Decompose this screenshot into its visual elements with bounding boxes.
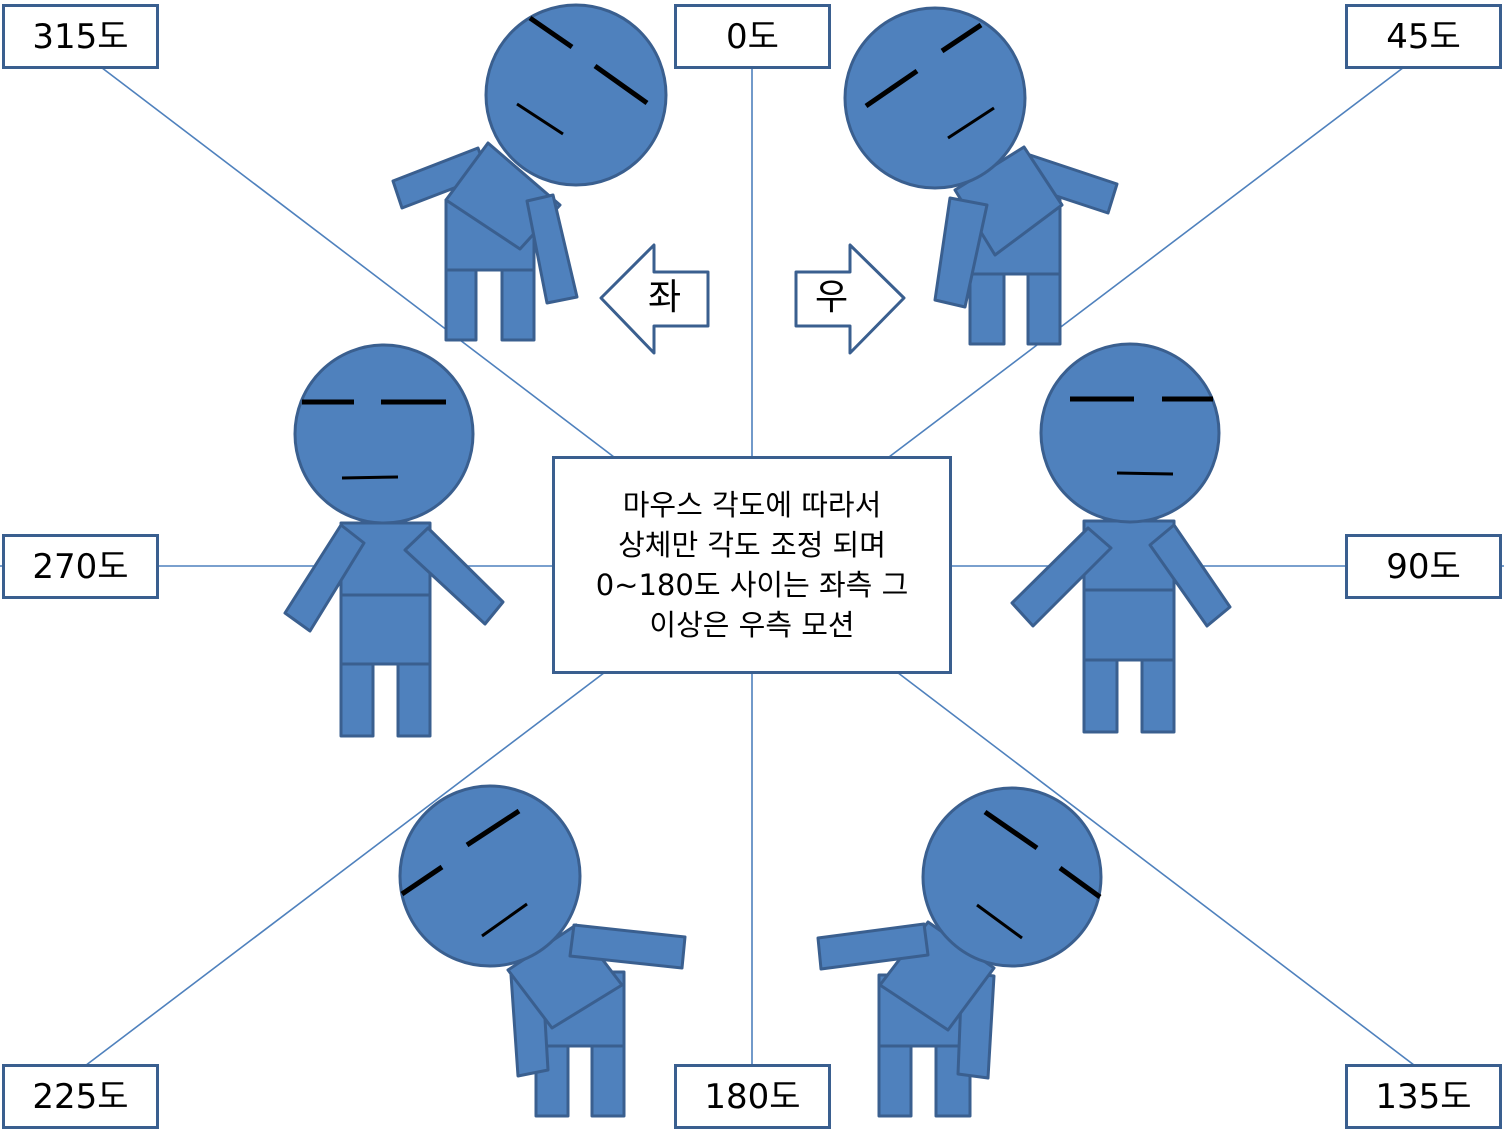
figure-leg bbox=[968, 272, 1006, 346]
angle-label-225: 225도 bbox=[2, 1064, 159, 1129]
figure-eye bbox=[1058, 865, 1102, 900]
center-note-line: 이상은 우측 모션 bbox=[649, 608, 855, 642]
figure-leg bbox=[877, 1044, 913, 1118]
angle-label-135: 135도 bbox=[1345, 1064, 1502, 1129]
figure-front-arm bbox=[525, 193, 579, 305]
left-arrow-icon bbox=[599, 243, 710, 355]
figure-leg bbox=[1140, 658, 1176, 734]
figure-90 bbox=[1010, 342, 1232, 734]
figure-back-arm bbox=[283, 523, 366, 633]
figure-hips bbox=[339, 593, 432, 666]
figure-45 bbox=[843, 6, 1119, 346]
figure-270-face bbox=[302, 399, 446, 480]
figure-45-face bbox=[864, 22, 995, 140]
figure-135-face bbox=[976, 809, 1102, 940]
figure-head bbox=[1039, 342, 1221, 524]
figure-front-arm bbox=[1010, 526, 1113, 628]
figure-head bbox=[843, 6, 1027, 190]
angle-label-180: 180도 bbox=[674, 1064, 831, 1129]
figure-225-face bbox=[400, 808, 528, 938]
figure-eye bbox=[465, 808, 521, 848]
figure-90-face bbox=[1070, 396, 1213, 476]
right-arrow-label: 우 bbox=[815, 277, 849, 318]
figure-eye bbox=[864, 68, 919, 109]
figure-leg bbox=[396, 662, 432, 738]
figure-leg bbox=[500, 268, 536, 342]
left-arrow-label: 좌 bbox=[648, 277, 682, 318]
figure-eye bbox=[528, 15, 574, 50]
figure-mouth bbox=[481, 902, 528, 938]
angle-label-0: 0도 bbox=[674, 4, 831, 69]
figure-leg bbox=[339, 662, 375, 738]
figure-front-arm bbox=[568, 923, 687, 970]
figure-front-arm bbox=[816, 922, 930, 971]
center-note-line: 마우스 각도에 따라서 bbox=[622, 488, 882, 522]
figure-back-arm bbox=[1148, 523, 1232, 628]
figure-front-arm bbox=[933, 196, 989, 309]
figure-hips bbox=[1082, 588, 1176, 662]
figure-head bbox=[398, 784, 582, 968]
figure-head bbox=[293, 343, 475, 525]
figure-mouth bbox=[516, 102, 564, 136]
figure-mouth bbox=[341, 475, 399, 480]
figure-leg bbox=[1082, 658, 1119, 734]
figure-eye bbox=[983, 809, 1039, 851]
figure-315-face bbox=[516, 15, 649, 136]
figure-270 bbox=[283, 343, 505, 738]
angle-label-315: 315도 bbox=[2, 4, 159, 69]
figure-mouth bbox=[947, 106, 995, 140]
figure-315 bbox=[391, 3, 668, 342]
right-arrow-icon bbox=[794, 243, 906, 355]
angle-label-270: 270도 bbox=[2, 534, 159, 599]
figure-leg bbox=[1026, 272, 1062, 346]
figure-leg bbox=[444, 268, 478, 342]
figure-mouth bbox=[1116, 471, 1174, 476]
figure-eye bbox=[400, 864, 444, 897]
figure-eye bbox=[940, 22, 983, 54]
center-note-line: 0~180도 사이는 좌측 그 bbox=[595, 568, 909, 602]
figure-head bbox=[484, 3, 668, 187]
angle-label-45: 45도 bbox=[1345, 4, 1502, 69]
center-note: 마우스 각도에 따라서 상체만 각도 조정 되며 0~180도 사이는 좌측 그… bbox=[552, 456, 952, 674]
figure-front-arm bbox=[403, 526, 505, 626]
figure-mouth bbox=[976, 903, 1023, 940]
figure-head bbox=[921, 786, 1103, 968]
figure-leg bbox=[590, 1044, 626, 1118]
center-note-line: 상체만 각도 조정 되며 bbox=[618, 528, 886, 562]
angle-label-90: 90도 bbox=[1345, 534, 1502, 599]
figure-225 bbox=[398, 784, 687, 1118]
figure-135 bbox=[816, 786, 1103, 1118]
figure-eye bbox=[593, 63, 649, 106]
